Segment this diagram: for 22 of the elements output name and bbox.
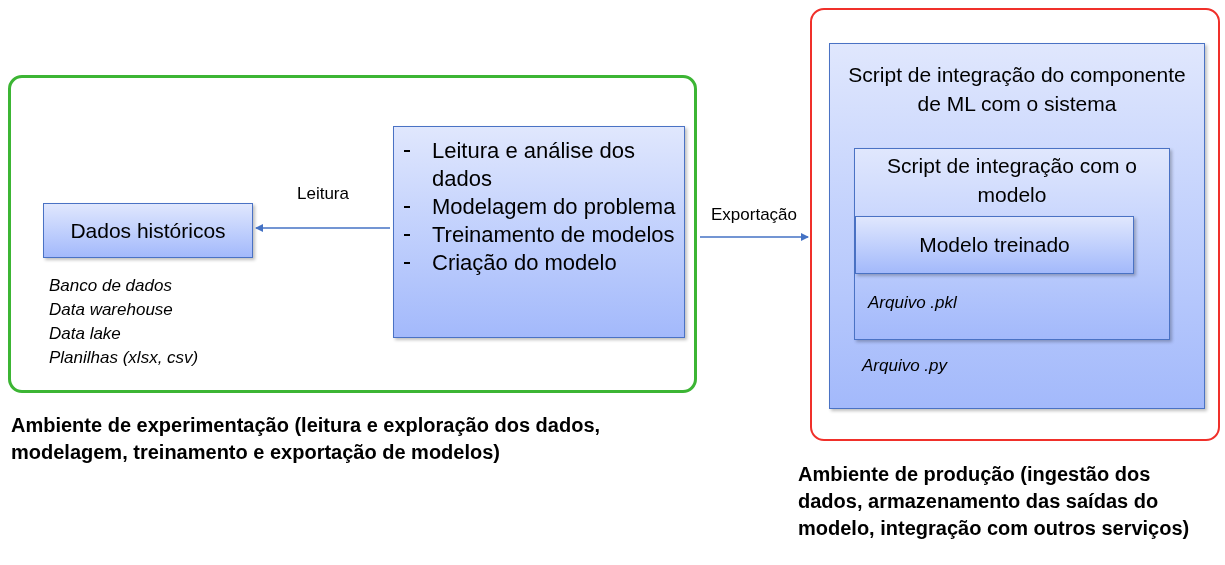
- list-item: Modelagem do problema: [432, 193, 676, 221]
- environment-heading: Ambiente de produção (ingestão dos dados, armazenamento das saídas do modelo, integração com outros serviços): [798, 462, 1191, 541]
- list-item: Treinamento de modelos: [432, 221, 675, 249]
- file-label: Arquivo .pkl: [868, 291, 957, 314]
- process-box: [854, 148, 1170, 340]
- box-title: Script de integração com o modelo: [886, 153, 1138, 208]
- box-label: Modelo treinado: [919, 232, 1070, 259]
- list-item: Leitura e análise dos dados: [432, 137, 637, 193]
- arrow: [699, 233, 809, 241]
- file-label: Arquivo .py: [862, 354, 948, 377]
- annotation-text: Data warehouse: [49, 299, 174, 321]
- box-title: Script de integração do componente de ML com o sistema: [847, 62, 1187, 117]
- process-box: [829, 43, 1205, 409]
- annotation-text: Planilhas (xlsx, csv): [49, 347, 199, 369]
- arrow: [255, 224, 391, 232]
- box-label: Dados históricos: [70, 217, 226, 244]
- annotation-text: Banco de dados: [49, 275, 173, 297]
- list-item: Criação do modelo: [432, 249, 617, 277]
- annotation-text: Data lake: [49, 323, 122, 345]
- process-box: [855, 216, 1134, 274]
- environment-heading: Ambiente de experimentação (leitura e exploração dos dados, modelagem, treinamento e exportação de modelos): [11, 413, 602, 465]
- process-box: [393, 126, 685, 338]
